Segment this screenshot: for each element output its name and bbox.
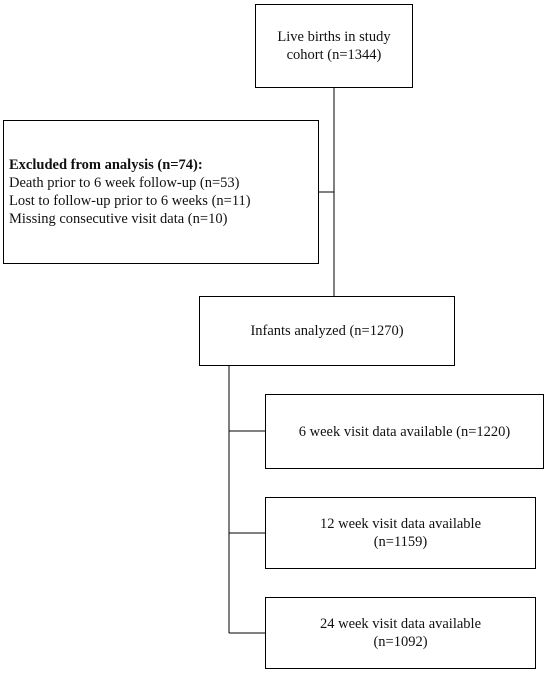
live-births-line2: cohort (n=1344): [286, 47, 382, 63]
visit-24-week-box: 24 week visit data available (n=1092): [265, 597, 536, 669]
visit-12-week-line2: (n=1159): [373, 534, 428, 550]
visit-6-week-line1: 6 week visit data available (n=1220): [298, 423, 511, 440]
visit-24-week-line1: 24 week visit data available: [319, 616, 482, 632]
excluded-reason: Lost to follow-up prior to 6 weeks (n=11…: [9, 193, 251, 209]
excluded-reason: Missing consecutive visit data (n=10): [9, 211, 228, 227]
infants-analyzed-label: Infants analyzed (n=1270): [250, 323, 404, 339]
live-births-box: Live births in study cohort (n=1344): [255, 4, 413, 88]
excluded-box: Excluded from analysis (n=74): Death pri…: [3, 120, 319, 264]
visit-12-week-box: 12 week visit data available (n=1159): [265, 497, 536, 569]
infants-analyzed-box: Infants analyzed (n=1270): [199, 296, 455, 366]
excluded-heading: Excluded from analysis (n=74):: [9, 157, 203, 173]
visit-24-week-line2: (n=1092): [373, 634, 428, 650]
live-births-line1: Live births in study: [277, 29, 391, 45]
excluded-reason: Death prior to 6 week follow-up (n=53): [9, 175, 240, 191]
visit-6-week-box: 6 week visit data available (n=1220): [265, 394, 544, 469]
visit-12-week-line1: 12 week visit data available: [319, 516, 482, 532]
